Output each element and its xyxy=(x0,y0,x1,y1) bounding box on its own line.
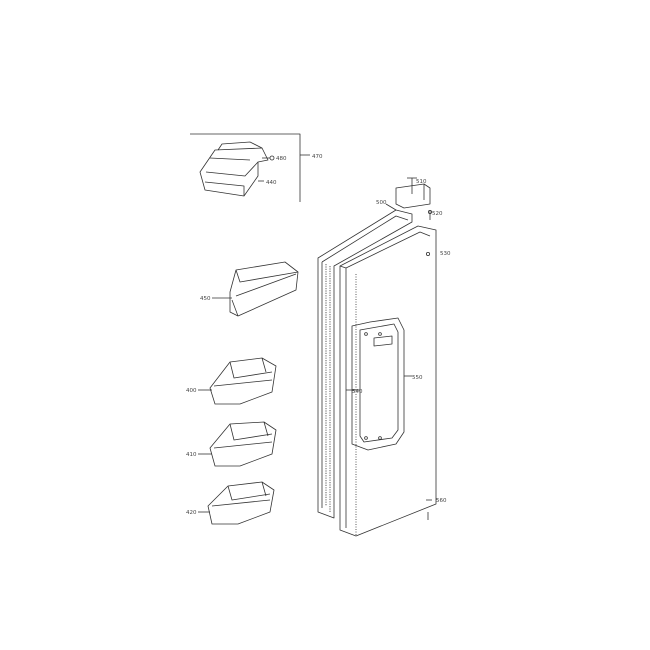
screw-icon xyxy=(269,155,275,161)
callout-door-top: 530 xyxy=(440,251,451,257)
callout-bin-1: 400 xyxy=(186,388,197,394)
small-bin xyxy=(212,261,299,317)
callout-cover-b: 440 xyxy=(266,180,277,186)
callout-top-group: 470 xyxy=(312,154,323,160)
callout-gasket: 500 xyxy=(376,200,387,206)
callout-hinge-pin: 520 xyxy=(432,211,443,217)
hinge-parts xyxy=(395,177,432,220)
top-cover-assembly xyxy=(190,133,310,202)
cover-part xyxy=(199,147,269,197)
door-handle-recess xyxy=(351,317,405,451)
callout-door-bottom: 560 xyxy=(436,498,447,504)
callout-door-panel: 550 xyxy=(412,375,423,381)
door-panel xyxy=(339,225,437,537)
group-bracket-line xyxy=(190,133,301,202)
callout-hinge-bolt: 510 xyxy=(416,179,427,185)
callout-bin-3: 420 xyxy=(186,510,197,516)
hinge-bracket xyxy=(395,183,431,209)
callout-bin-2: 410 xyxy=(186,452,197,458)
callout-cover-a: 480 xyxy=(276,156,287,162)
door-gasket xyxy=(317,203,413,519)
door-bin-3 xyxy=(198,481,275,525)
callout-small-bin: 450 xyxy=(200,296,211,302)
callout-handle: 540 xyxy=(352,389,363,395)
door-bin-2 xyxy=(198,421,277,467)
callout-labels: 470 480 440 450 400 410 420 510 520 500 … xyxy=(186,154,451,516)
door-bin-1 xyxy=(198,357,277,405)
